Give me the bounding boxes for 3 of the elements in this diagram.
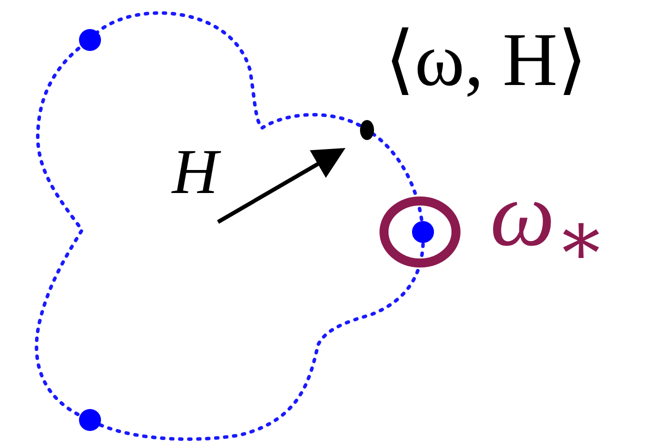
point-label: ω$_{∗}$ (490, 168, 608, 278)
inner-product-label: ⟨ω, H⟩ (385, 22, 588, 98)
vector-label: H (172, 140, 218, 204)
